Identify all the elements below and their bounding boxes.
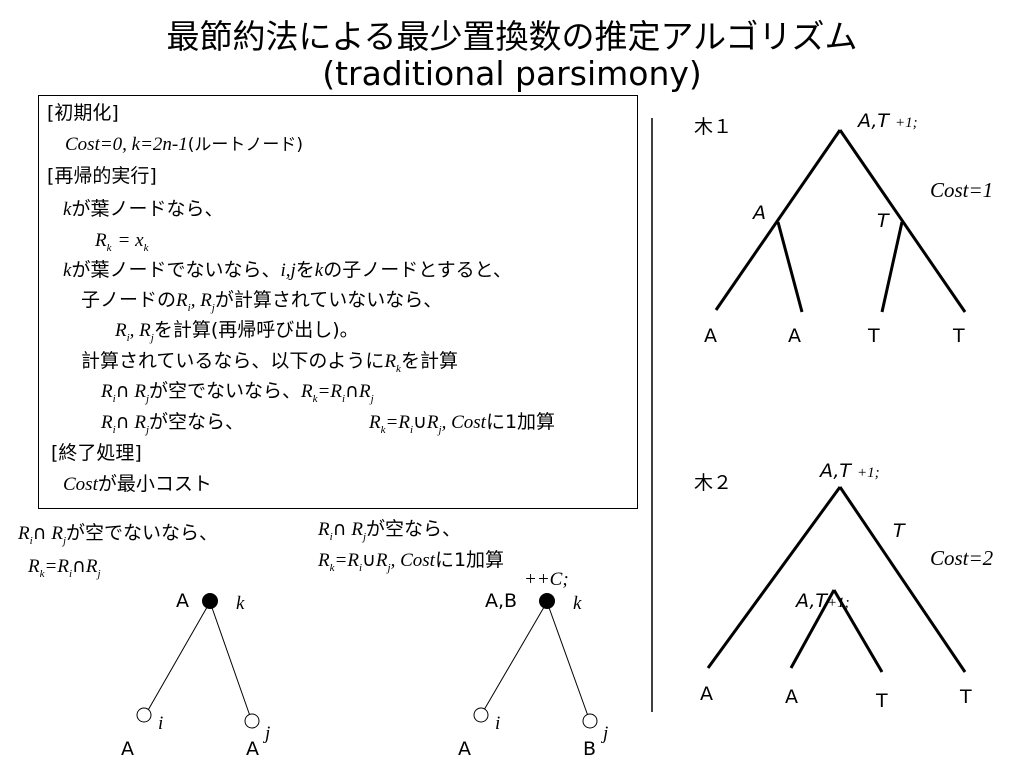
tree2-root-label: A,T +1; — [820, 460, 880, 482]
example-right-leaf-i: A — [458, 738, 471, 760]
tree1-root-label: A,T +1; — [858, 110, 918, 132]
example-left-leaf-i: A — [121, 738, 134, 760]
example-right-root-node — [539, 593, 555, 609]
example-right-edges — [483, 601, 589, 717]
example-left-k: k — [236, 593, 245, 614]
example-right-leaf-j-node — [582, 713, 598, 729]
example-left-leaf-i-node — [136, 707, 152, 723]
tree1-cost: Cost=1 — [930, 178, 994, 202]
example-left-i: i — [158, 713, 164, 734]
example-right-k: k — [573, 593, 582, 614]
child-check: 子ノードのRi, Rjが計算されていないなら、 — [81, 289, 443, 314]
example-left-j: j — [265, 723, 271, 744]
example-right-leaf-i-node — [473, 707, 489, 723]
tree2-leaf: T — [960, 686, 972, 708]
example-left-root-node — [202, 593, 218, 609]
computed: 計算されているなら、以下のようにRkを計算 — [81, 350, 458, 375]
not-leaf: kが葉ノードでないなら、i,jをkの子ノードとすると、 — [63, 259, 512, 281]
example-left-condition: Ri∩ Rjが空でないなら、 — [18, 522, 219, 547]
tree1-node-left: A — [753, 202, 766, 224]
min-cost: Costが最小コスト — [63, 473, 212, 495]
nonempty-rule: Ri∩ Rjが空でないなら、Rk=Ri∩Rj — [101, 380, 374, 405]
tree1-leaf: T — [868, 325, 880, 347]
tree1-label: 木１ — [694, 116, 733, 138]
init-line: Cost=0, k=2n-1(ルートノード) — [65, 134, 304, 155]
tree1-leaf: A — [788, 325, 801, 347]
tree2-cost: Cost=2 — [930, 546, 994, 570]
end-header: [終了処理] — [51, 442, 142, 464]
example-right-formula: Rk=Ri∪Rj, Costに1加算 — [318, 549, 505, 574]
tree1-edges — [714, 129, 967, 313]
example-right-leaf-j: B — [583, 738, 597, 760]
empty-rule-action: Rk=Ri∪Rj, Costに1加算 — [369, 411, 556, 436]
tree1-node-right: T — [877, 210, 889, 232]
tree2-label: 木２ — [694, 472, 733, 494]
example-left-leaf-j: A — [246, 738, 259, 760]
example-left-formula: Rk=Ri∩Rj — [28, 555, 101, 580]
example-left-edges — [146, 601, 251, 717]
example-right-root-label: A,B — [485, 590, 518, 612]
tree2-leaf: A — [700, 683, 713, 705]
empty-rule: Ri∩ Rjが空なら、 — [101, 411, 245, 436]
leaf-if: kが葉ノードなら、 — [63, 198, 224, 220]
example-right-counter: ++C; — [524, 569, 569, 590]
compute-recursive: Ri, Rjを計算(再帰呼び出し)。 — [115, 319, 359, 344]
leaf-assign: Rk = xk — [95, 230, 149, 254]
tree2-leaf: A — [785, 686, 798, 708]
tree2-node-at: A,T+1; — [796, 590, 850, 612]
example-right-j: j — [603, 723, 609, 744]
example-left-leaf-j-node — [244, 713, 260, 729]
recur-header: [再帰的実行] — [47, 165, 157, 187]
tree2-node-t: T — [893, 520, 905, 542]
init-header: [初期化] — [47, 102, 119, 124]
tree1-leaf: A — [704, 325, 717, 347]
title-line2: (traditional parsimony) — [322, 54, 702, 93]
example-left-root-label: A — [176, 590, 189, 612]
tree2-edges — [706, 486, 967, 673]
example-right-i: i — [495, 713, 501, 734]
algorithm-box: [初期化] Cost=0, k=2n-1(ルートノード) [再帰的実行] kが葉… — [38, 95, 638, 509]
title-line1: 最節約法による最少置換数の推定アルゴリズム — [166, 17, 858, 56]
example-right-condition: Ri∩ Rjが空なら、 — [318, 518, 462, 543]
tree1-leaf: T — [953, 325, 965, 347]
tree2-leaf: T — [876, 690, 888, 712]
